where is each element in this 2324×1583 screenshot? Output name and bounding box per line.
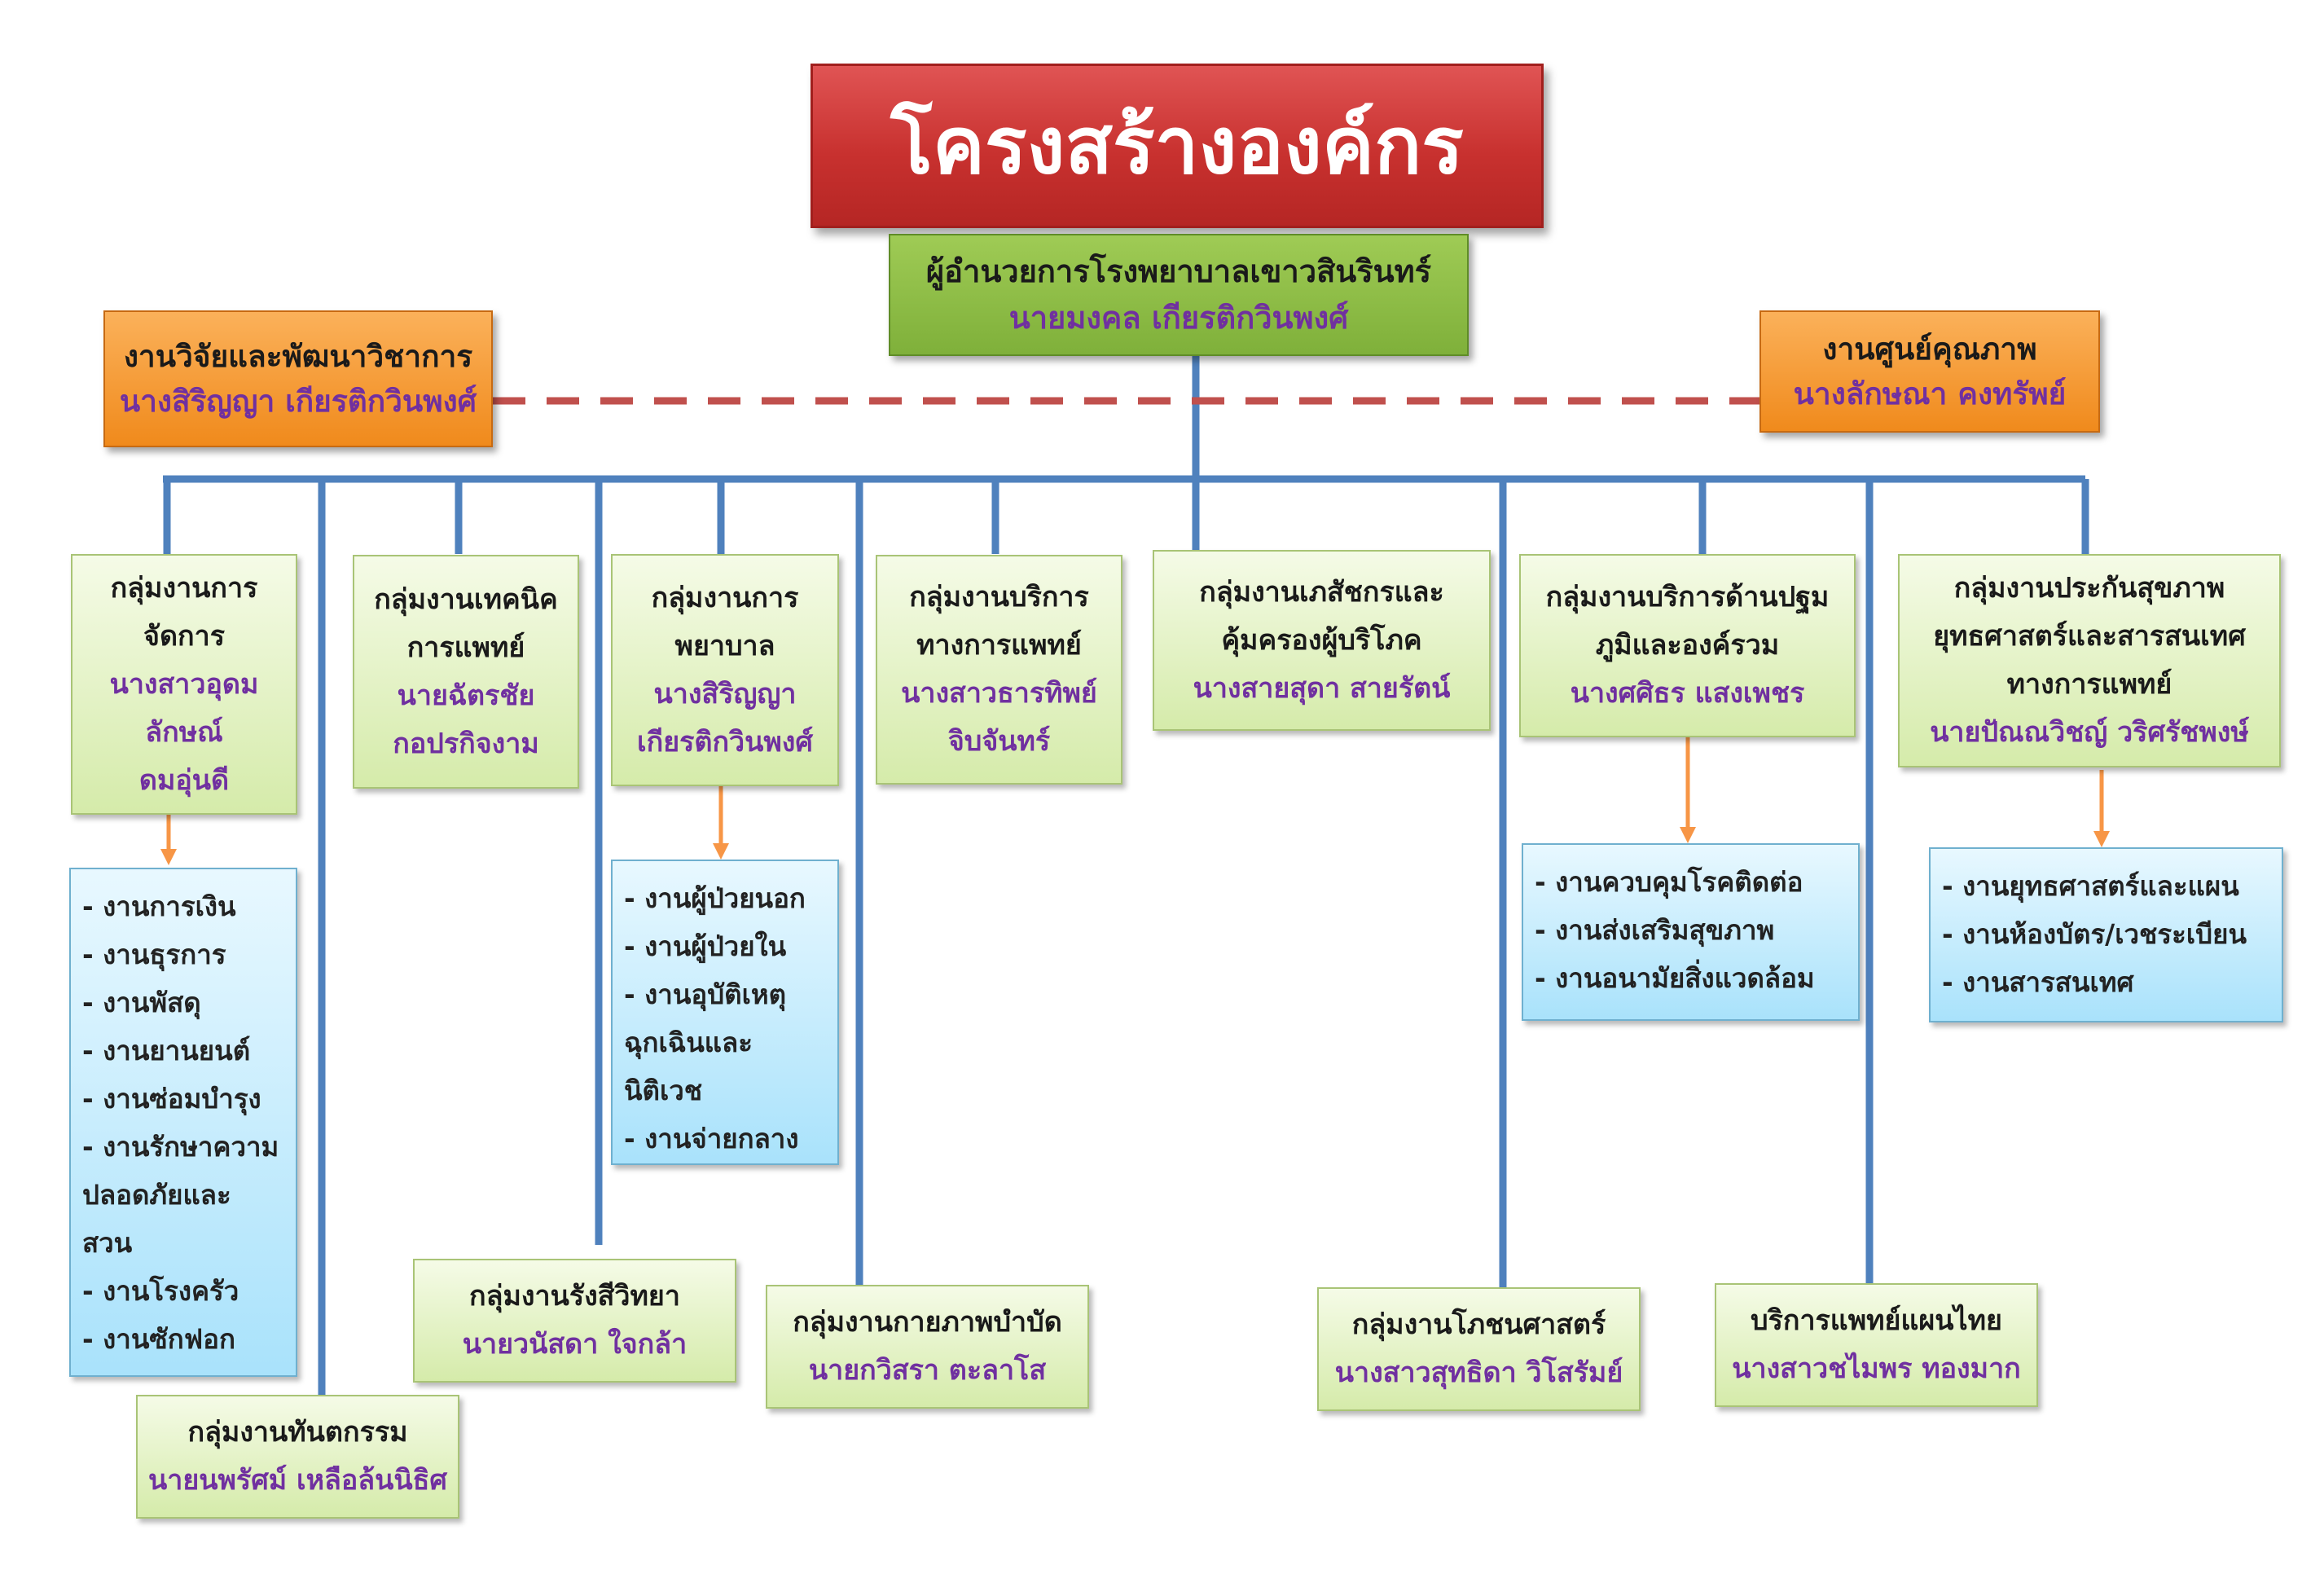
list-item: - งานธุรการ	[82, 939, 226, 970]
list-item: - งานพัสดุ	[82, 987, 201, 1018]
research-unit-role: งานวิจัยและพัฒนาวิชาการ	[123, 338, 473, 374]
group-physio-role: กลุ่มงานกายภาพบำบัด	[793, 1306, 1062, 1339]
list-item: - งานโรงครัว	[82, 1275, 239, 1307]
list-item: - งานผู้ป่วยใน	[624, 930, 787, 962]
group-thai-medicine-name: นางสาวชไมพร ทองมาก	[1732, 1352, 2021, 1385]
group-radiology-role: กลุ่มงานรังสีวิทยา	[469, 1280, 680, 1313]
group-nursing-name-1: นางสิริญญา	[653, 677, 797, 710]
list-item: - งานส่งเสริมสุขภาพ	[1535, 914, 1775, 946]
list-item: - งานยุทธศาสตร์และแผน	[1942, 870, 2239, 902]
group-pharmacy-name-1: นางสายสุดา สายรัตน์	[1193, 671, 1451, 705]
research-unit-name: นางสิริญญา เกียรติกวินพงศ์	[119, 384, 477, 419]
group-insurance-role-3: ทางการแพทย์	[2006, 668, 2172, 701]
group-insurance-role-1: กลุ่มงานประกันสุขภาพ	[1953, 572, 2225, 605]
group-medical-tech-role-1: กลุ่มงานเทคนิค	[374, 583, 558, 616]
group-nutrition-role: กลุ่มงานโภชนศาสตร์	[1351, 1308, 1606, 1341]
list-management: - งานการเงิน - งานธุรการ - งานพัสดุ - งา…	[69, 868, 297, 1377]
group-radiology: กลุ่มงานรังสีวิทยา นายวนัสดา ใจกล้า	[413, 1259, 736, 1383]
group-management-name-3: ดมอุ่นดี	[138, 763, 230, 797]
group-medical-service-name-2: จิบจันทร์	[947, 725, 1051, 758]
chart-title: โครงสร้างองค์กร	[811, 64, 1544, 228]
group-primary-care: กลุ่มงานบริการด้านปฐม ภูมิและองค์รวม นาง…	[1519, 554, 1856, 737]
group-medical-tech-name-1: นายฉัตรชัย	[397, 679, 535, 712]
group-dental-role: กลุ่มงานทันตกรรม	[187, 1416, 408, 1449]
director-box: ผู้อำนวยการโรงพยาบาลเขาวสินรินทร์ นายมงค…	[889, 234, 1469, 356]
group-primary-care-name-1: นางศศิธร แสงเพชร	[1570, 677, 1805, 710]
group-nursing-name-2: เกียรติกวินพงศ์	[637, 725, 813, 759]
group-nursing-role-2: พยาบาล	[674, 629, 775, 662]
group-thai-medicine: บริการแพทย์แผนไทย นางสาวชไมพร ทองมาก	[1715, 1283, 2038, 1407]
group-dental: กลุ่มงานทันตกรรม นายนพรัศม์ เหลือล้นนิธิ…	[136, 1395, 459, 1519]
group-medical-service-role-2: ทางการแพทย์	[916, 629, 1082, 662]
quality-center-role: งานศูนย์คุณภาพ	[1822, 331, 2037, 367]
list-item: - งานจ่ายกลาง	[624, 1123, 799, 1154]
list-item: - งานสารสนเทศ	[1942, 966, 2134, 998]
group-medical-service: กลุ่มงานบริการ ทางการแพทย์ นางสาวธารทิพย…	[876, 555, 1122, 785]
group-dental-name: นายนพรัศม์ เหลือล้นนิธิศ	[148, 1464, 447, 1497]
director-name: นายมงคล เกียรติกวินพงศ์	[1008, 300, 1349, 336]
group-nutrition: กลุ่มงานโภชนศาสตร์ นางสาวสุทธิดา วิโสรัม…	[1317, 1287, 1641, 1411]
list-item: - งานผู้ป่วยนอก	[624, 882, 806, 914]
group-management-name-2: ลักษณ์	[145, 715, 223, 749]
list-item: - งานซักฟอก	[82, 1323, 235, 1355]
group-nutrition-name: นางสาวสุทธิดา วิโสรัมย์	[1334, 1357, 1623, 1389]
group-primary-care-role-2: ภูมิและองค์รวม	[1595, 629, 1780, 662]
group-medical-service-role-1: กลุ่มงานบริการ	[909, 581, 1089, 613]
list-nursing: - งานผู้ป่วยนอก - งานผู้ป่วยใน - งานอุบั…	[611, 860, 839, 1165]
research-unit-box: งานวิจัยและพัฒนาวิชาการ นางสิริญญา เกียร…	[103, 310, 493, 447]
list-item: นิติเวช	[624, 1075, 703, 1106]
group-pharmacy: กลุ่มงานเภสัชกรและ คุ้มครองผู้บริโภค นาง…	[1153, 550, 1491, 731]
group-nursing: กลุ่มงานการ พยาบาล นางสิริญญา เกียรติกวิ…	[611, 554, 839, 786]
list-item: - งานอุบัติเหตุ	[624, 978, 787, 1010]
group-insurance-name-1: นายปัณณวิชญ์ วริศรัชพงษ์	[1930, 716, 2249, 749]
group-pharmacy-role-1: กลุ่มงานเภสัชกรและ	[1199, 575, 1444, 609]
quality-center-box: งานศูนย์คุณภาพ นางลักษณา คงทรัพย์	[1759, 310, 2100, 433]
group-physio-name: นายกวิสรา ตะลาโส	[808, 1354, 1047, 1387]
group-medical-tech-role-2: การแพทย์	[406, 631, 525, 664]
group-insurance-role-2: ยุทธศาสตร์และสารสนเทศ	[1933, 620, 2246, 653]
group-thai-medicine-role: บริการแพทย์แผนไทย	[1751, 1304, 2002, 1337]
list-item: สวน	[82, 1227, 133, 1259]
list-item: - งานการเงิน	[82, 890, 236, 922]
list-item: - งานห้องบัตร/เวชระเบียน	[1942, 918, 2247, 950]
list-primary-care: - งานควบคุมโรคติดต่อ - งานส่งเสริมสุขภาพ…	[1522, 843, 1860, 1021]
group-medical-tech: กลุ่มงานเทคนิค การแพทย์ นายฉัตรชัย กอปรก…	[353, 555, 579, 789]
list-item: - งานควบคุมโรคติดต่อ	[1535, 866, 1803, 898]
list-item: ฉุกเฉินและ	[624, 1027, 753, 1058]
list-item: - งานซ่อมบำรุง	[82, 1083, 261, 1115]
group-nursing-role-1: กลุ่มงานการ	[651, 581, 799, 614]
group-management-role-1: กลุ่มงานการ	[110, 571, 258, 605]
director-role: ผู้อำนวยการโรงพยาบาลเขาวสินรินทร์	[925, 253, 1432, 289]
group-insurance: กลุ่มงานประกันสุขภาพ ยุทธศาสตร์และสารสนเ…	[1898, 554, 2281, 767]
group-physio: กลุ่มงานกายภาพบำบัด นายกวิสรา ตะลาโส	[766, 1285, 1089, 1409]
group-management: กลุ่มงานการ จัดการ นางสาวอุดม ลักษณ์ ดมอ…	[71, 554, 297, 815]
list-item: - งานรักษาความ	[82, 1131, 279, 1163]
group-management-role-2: จัดการ	[143, 619, 225, 653]
group-management-name-1: นางสาวอุดม	[109, 667, 259, 701]
list-item: ปลอดภัยและ	[82, 1179, 231, 1211]
group-medical-tech-name-2: กอปรกิจงาม	[393, 727, 539, 760]
group-radiology-name: นายวนัสดา ใจกล้า	[462, 1328, 688, 1361]
list-item: - งานยานยนต์	[82, 1035, 251, 1066]
list-insurance: - งานยุทธศาสตร์และแผน - งานห้องบัตร/เวชร…	[1929, 847, 2283, 1022]
group-pharmacy-role-2: คุ้มครองผู้บริโภค	[1221, 623, 1422, 657]
list-item: - งานอนามัยสิ่งแวดล้อม	[1535, 962, 1815, 994]
group-primary-care-role-1: กลุ่มงานบริการด้านปฐม	[1545, 581, 1830, 613]
quality-center-name: นางลักษณา คงทรัพย์	[1793, 376, 2067, 411]
group-medical-service-name-1: นางสาวธารทิพย์	[901, 677, 1097, 710]
